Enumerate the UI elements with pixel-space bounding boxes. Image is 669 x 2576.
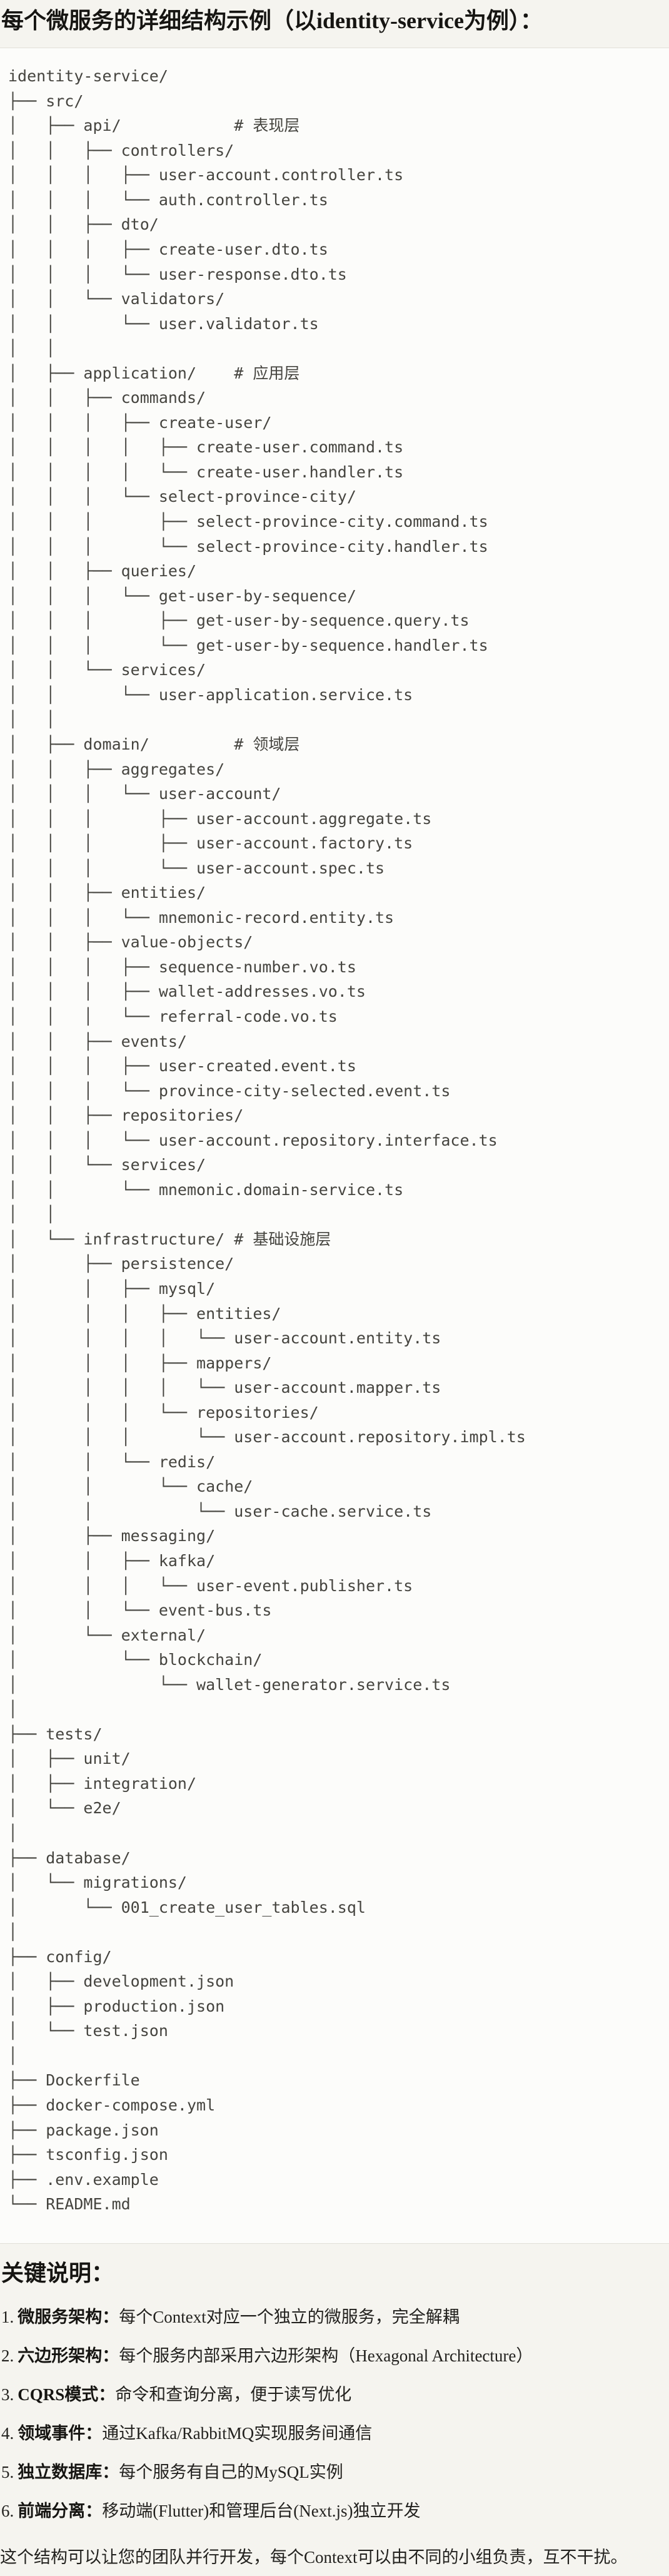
note-item: 6.前端分离：移动端(Flutter)和管理后台(Next.js)独立开发 — [1, 2500, 669, 2522]
note-number: 1. — [1, 2307, 14, 2326]
note-description: 命令和查询分离，便于读写优化 — [115, 2385, 352, 2404]
directory-tree: identity-service/ ├── src/ │ ├── api/ # … — [8, 67, 526, 2214]
note-term: 前端分离： — [18, 2501, 103, 2520]
note-item: 5.独立数据库：每个服务有自己的MySQL实例 — [1, 2461, 669, 2483]
note-description: 通过Kafka/RabbitMQ实现服务间通信 — [102, 2423, 373, 2443]
notes-heading: 关键说明： — [1, 2260, 114, 2286]
note-description: 每个服务有自己的MySQL实例 — [119, 2462, 343, 2482]
note-term: 六边形架构： — [18, 2346, 119, 2365]
code-block: identity-service/ ├── src/ │ ├── api/ # … — [0, 48, 669, 2244]
note-description: 移动端(Flutter)和管理后台(Next.js)独立开发 — [102, 2501, 421, 2520]
note-number: 5. — [1, 2462, 14, 2482]
note-description: 每个Context对应一个独立的微服务，完全解耦 — [119, 2307, 460, 2326]
note-term: 独立数据库： — [18, 2462, 119, 2482]
note-number: 6. — [1, 2501, 14, 2520]
note-item: 1.微服务架构：每个Context对应一个独立的微服务，完全解耦 — [1, 2306, 669, 2328]
note-item: 4.领域事件：通过Kafka/RabbitMQ实现服务间通信 — [1, 2422, 669, 2445]
note-description: 每个服务内部采用六边形架构（Hexagonal Architecture） — [119, 2346, 533, 2365]
note-number: 3. — [1, 2385, 14, 2404]
footer-note: 这个结构可以让您的团队并行开发，每个Context可以由不同的小组负责，互不干扰… — [0, 2547, 628, 2567]
note-term: 微服务架构： — [18, 2307, 119, 2326]
note-number: 4. — [1, 2423, 14, 2443]
page-title: 每个微服务的详细结构示例（以identity-service为例）： — [1, 8, 543, 33]
notes-list: 1.微服务架构：每个Context对应一个独立的微服务，完全解耦 2.六边形架构：… — [0, 2306, 669, 2522]
note-number: 2. — [1, 2346, 14, 2365]
note-term: CQRS模式： — [18, 2385, 116, 2404]
note-term: 领域事件： — [18, 2423, 103, 2443]
note-item: 3.CQRS模式：命令和查询分离，便于读写优化 — [1, 2383, 669, 2406]
note-item: 2.六边形架构：每个服务内部采用六边形架构（Hexagonal Architec… — [1, 2344, 669, 2367]
